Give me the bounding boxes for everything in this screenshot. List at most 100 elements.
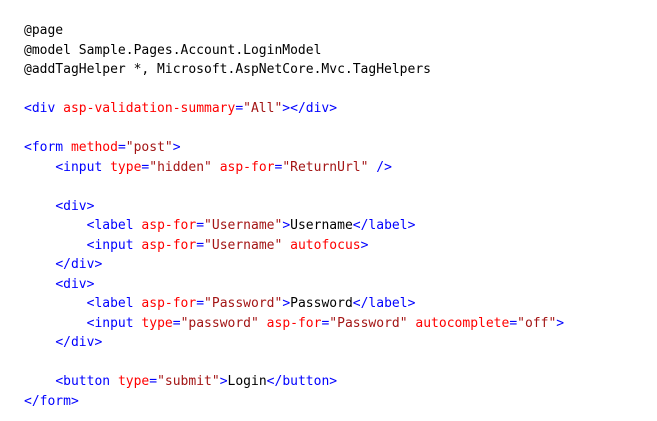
code-token-plain (24, 257, 55, 272)
code-line: @model Sample.Pages.Account.LoginModel (24, 41, 564, 61)
code-token-string: "ReturnUrl" (282, 159, 369, 175)
code-token-string: "submit" (157, 374, 220, 389)
code-token-attr: asp-for (266, 315, 322, 331)
code-token-tag: ></div> (282, 101, 338, 116)
code-token-attr: asp-validation-summary (63, 101, 236, 116)
code-line: </div> (24, 255, 564, 275)
code-token-string: "Username" (204, 237, 283, 253)
code-line: <label asp-for="Password">Password</labe… (24, 294, 564, 314)
code-token-tag: > (282, 218, 291, 233)
code-token-tag: = (172, 315, 181, 331)
code-token-attr: asp-for (219, 159, 275, 175)
code-token-string: "hidden" (149, 159, 212, 175)
code-token-attr: method (70, 140, 118, 155)
code-token-tag: /> (376, 159, 392, 175)
code-token-tag: = (149, 374, 158, 389)
code-line: <div> (24, 197, 564, 217)
code-line: <input type="hidden" asp-for="ReturnUrl"… (24, 158, 564, 178)
code-line: <div> (24, 275, 564, 295)
code-token-tag: <label (86, 296, 134, 311)
code-block: @page @model Sample.Pages.Account.LoginMo… (24, 21, 564, 411)
code-line (24, 353, 564, 373)
code-line (24, 119, 564, 139)
code-token-tag: <div (24, 101, 56, 116)
code-token-tag: <input (55, 159, 103, 175)
code-token-plain: Password (290, 296, 353, 311)
code-token-tag: = (196, 237, 205, 253)
code-token-tag: > (556, 315, 565, 331)
code-token-tag: = (196, 296, 205, 311)
code-token-attr: autocomplete (415, 315, 510, 331)
code-token-string: "post" (125, 140, 173, 155)
code-token-tag: = (196, 218, 205, 233)
code-line: @page (24, 21, 564, 41)
code-token-attr: autofocus (290, 237, 361, 253)
code-token-plain (55, 101, 63, 116)
code-line (24, 80, 564, 100)
code-token-attr: asp-for (141, 218, 197, 233)
code-token-plain (24, 238, 87, 253)
code-token-tag: = (141, 159, 150, 175)
code-token-tag: <div> (55, 276, 95, 292)
code-token-tag: = (235, 101, 244, 116)
code-token-attr: type (117, 374, 150, 389)
code-line: @addTagHelper *, Microsoft.AspNetCore.Mv… (24, 60, 564, 80)
code-line: <form method="post"> (24, 138, 564, 158)
code-token-attr: asp-for (141, 237, 197, 253)
code-token-tag: > (360, 237, 369, 253)
code-token-string: "All" (243, 101, 283, 116)
code-token-plain (212, 160, 220, 175)
code-line: <label asp-for="Username">Username</labe… (24, 216, 564, 236)
code-token-tag: > (172, 140, 181, 155)
code-token-tag: > (282, 296, 291, 311)
code-token-plain (63, 140, 71, 155)
code-token-plain: @page (24, 23, 64, 38)
code-token-plain: @model Sample.Pages.Account.LoginModel (24, 42, 322, 58)
code-token-plain (24, 199, 55, 214)
code-token-tag: <button (55, 374, 111, 389)
code-token-tag: = (117, 140, 126, 155)
code-token-plain (24, 218, 87, 233)
code-token-tag: > (219, 374, 228, 389)
code-token-string: "password" (180, 315, 259, 331)
code-token-attr: asp-for (141, 296, 197, 311)
code-token-tag: </form> (24, 393, 79, 409)
code-token-plain (259, 316, 267, 331)
code-token-string: "Username" (204, 218, 283, 233)
code-token-tag: <form (24, 140, 64, 155)
code-token-plain: Login (227, 374, 267, 389)
code-line: <input type="password" asp-for="Password… (24, 314, 565, 334)
code-token-tag: </label> (352, 218, 416, 233)
code-line: <div asp-validation-summary="All"></div> (24, 99, 564, 119)
code-token-tag: = (274, 159, 283, 175)
code-token-string: "off" (517, 315, 557, 331)
code-token-plain (24, 296, 87, 311)
code-token-plain (24, 316, 87, 331)
code-token-plain (110, 374, 118, 389)
code-token-tag: </label> (352, 296, 416, 311)
code-token-string: "Password" (204, 296, 283, 311)
code-token-tag: <label (86, 218, 134, 233)
code-token-plain: Username (290, 218, 353, 233)
code-line: </form> (24, 392, 564, 412)
code-line: <button type="submit">Login</button> (24, 372, 564, 392)
code-token-tag: <input (86, 237, 134, 253)
code-token-plain (24, 374, 55, 389)
code-token-plain (102, 160, 110, 175)
code-line (24, 177, 564, 197)
code-token-attr: type (110, 159, 142, 175)
code-token-tag: <input (86, 315, 134, 331)
code-token-plain (24, 160, 55, 175)
code-token-tag: = (321, 315, 330, 331)
code-token-tag: </div> (55, 257, 103, 272)
code-token-tag: <div> (55, 198, 95, 214)
code-token-plain (24, 335, 55, 350)
code-token-tag: = (509, 315, 518, 331)
code-token-plain (24, 277, 55, 292)
code-token-plain (282, 238, 290, 253)
code-token-tag: </div> (55, 335, 103, 350)
code-token-tag: </button> (266, 374, 338, 389)
code-line: <input asp-for="Username" autofocus> (24, 236, 564, 256)
code-token-attr: type (141, 315, 173, 331)
code-line: </div> (24, 333, 564, 353)
